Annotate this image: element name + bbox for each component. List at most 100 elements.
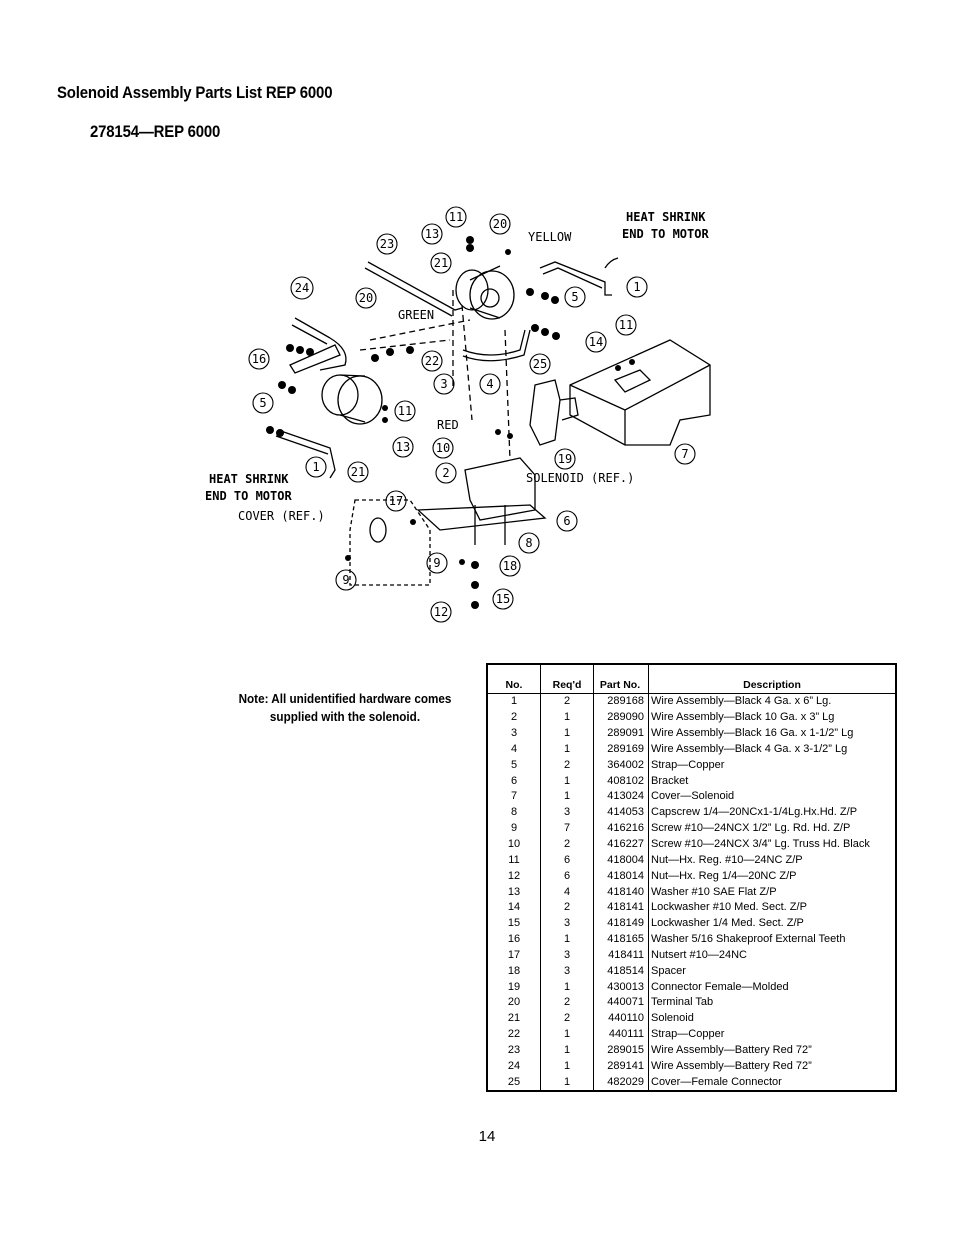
cell-no: 11 (508, 853, 520, 866)
cell-description: Screw #10—24NCX 3/4” Lg. Truss Hd. Black (648, 836, 896, 853)
cell-description: Nut—Hx. Reg 1/4—20NC Z/P (648, 868, 896, 885)
cell-reqd: 1 (540, 773, 594, 790)
svg-text:16: 16 (252, 352, 266, 366)
cell-reqd: 2 (540, 836, 594, 853)
svg-text:4: 4 (486, 377, 493, 391)
cell-part-no: 418411 (593, 947, 649, 964)
cell-part-no: 418165 (593, 931, 649, 948)
hardware-note-line-2: supplied with the solenoid. (269, 709, 421, 724)
cell-reqd: 1 (540, 741, 594, 758)
cell-reqd: 1 (540, 1026, 594, 1043)
cover-ref-label: COVER (REF.) (238, 509, 325, 523)
cell-no: 5 (510, 758, 518, 771)
cell-no: 15 (507, 917, 521, 930)
solenoid-ref-label: SOLENOID (REF.) (526, 471, 634, 485)
cell-no: 6 (510, 774, 518, 787)
cell-description: Wire Assembly—Black 4 Ga. x 3-1/2” Lg (648, 741, 896, 758)
cell-description: Screw #10—24NCX 1/2” Lg. Rd. Hd. Z/P (648, 820, 896, 837)
cell-part-no: 440110 (593, 1010, 649, 1027)
header-description: Description (648, 664, 896, 694)
cell-description: Lockwasher #10 Med. Sect. Z/P (648, 899, 896, 916)
svg-text:6: 6 (563, 514, 570, 528)
svg-text:1: 1 (312, 460, 319, 474)
cell-description: Washer 5/16 Shakeproof External Teeth (648, 931, 896, 948)
header-reqd: Req'd (540, 664, 594, 694)
cell-description: Capscrew 1/4—20NCx1-1/4Lg.Hx.Hd. Z/P (648, 804, 896, 821)
svg-text:12: 12 (434, 605, 448, 619)
svg-text:9: 9 (342, 573, 349, 587)
heat-shrink-label-top: HEAT SHRINK (626, 210, 706, 224)
red-wire-label: RED (437, 418, 459, 432)
svg-text:25: 25 (533, 357, 547, 371)
cell-no: 14 (507, 901, 521, 914)
cell-reqd: 3 (540, 804, 594, 821)
page-title: Solenoid Assembly Parts List REP 6000 (57, 83, 333, 102)
cell-no: 10 (507, 838, 521, 851)
cell-no: 13 (507, 885, 521, 898)
svg-text:15: 15 (496, 592, 510, 606)
cell-no: 18 (507, 964, 521, 977)
cell-part-no: 418141 (593, 899, 649, 916)
cell-description: Solenoid (648, 1010, 896, 1027)
cell-part-no: 289091 (593, 725, 649, 742)
cell-description: Wire Assembly—Black 16 Ga. x 1-1/2” Lg (648, 725, 896, 742)
green-wire-label: GREEN (398, 308, 434, 322)
cell-description: Nutsert #10—24NC (648, 947, 896, 964)
cell-description: Bracket (648, 773, 896, 790)
svg-text:7: 7 (681, 447, 688, 461)
cell-reqd: 1 (540, 725, 594, 742)
cell-no: 16 (507, 933, 521, 946)
cell-part-no: 289141 (593, 1058, 649, 1075)
svg-text:18: 18 (503, 559, 517, 573)
cell-part-no: 418514 (593, 963, 649, 980)
cell-reqd: 6 (540, 868, 594, 885)
cell-no: 12 (507, 869, 521, 882)
cell-no: 3 (510, 727, 518, 740)
hardware-note-line-1: Note: All unidentified hardware comes (238, 691, 452, 706)
cell-part-no: 413024 (593, 789, 649, 805)
table-header-row: No. Req'd Part No. Description (487, 664, 896, 694)
svg-text:19: 19 (558, 452, 572, 466)
cell-reqd: 1 (540, 1074, 594, 1092)
svg-text:21: 21 (434, 256, 448, 270)
cell-part-no: 482029 (593, 1074, 649, 1092)
page-subtitle: 278154—REP 6000 (90, 122, 221, 141)
svg-text:11: 11 (398, 404, 412, 418)
cell-no: 9 (510, 822, 518, 835)
svg-text:24: 24 (295, 281, 309, 295)
cell-part-no: 440111 (593, 1026, 649, 1043)
svg-text:11: 11 (449, 210, 463, 224)
cell-reqd: 2 (540, 757, 594, 774)
svg-text:1: 1 (633, 280, 640, 294)
svg-text:5: 5 (571, 290, 578, 304)
cell-part-no: 416216 (593, 820, 649, 837)
svg-text:13: 13 (396, 440, 410, 454)
cell-description: Strap—Copper (648, 757, 896, 774)
cell-reqd: 1 (540, 1058, 594, 1075)
cell-no: 20 (507, 996, 521, 1009)
cell-reqd: 1 (540, 789, 594, 805)
cell-part-no: 414053 (593, 804, 649, 821)
cell-description: Wire Assembly—Black 4 Ga. x 6” Lg. (648, 693, 896, 710)
cell-description: Wire Assembly—Battery Red 72” (648, 1058, 896, 1075)
cell-reqd: 2 (540, 899, 594, 916)
cell-description: Strap—Copper (648, 1026, 896, 1043)
cell-description: Wire Assembly—Black 10 Ga. x 3” Lg (648, 709, 896, 726)
cell-no: 8 (510, 806, 518, 819)
